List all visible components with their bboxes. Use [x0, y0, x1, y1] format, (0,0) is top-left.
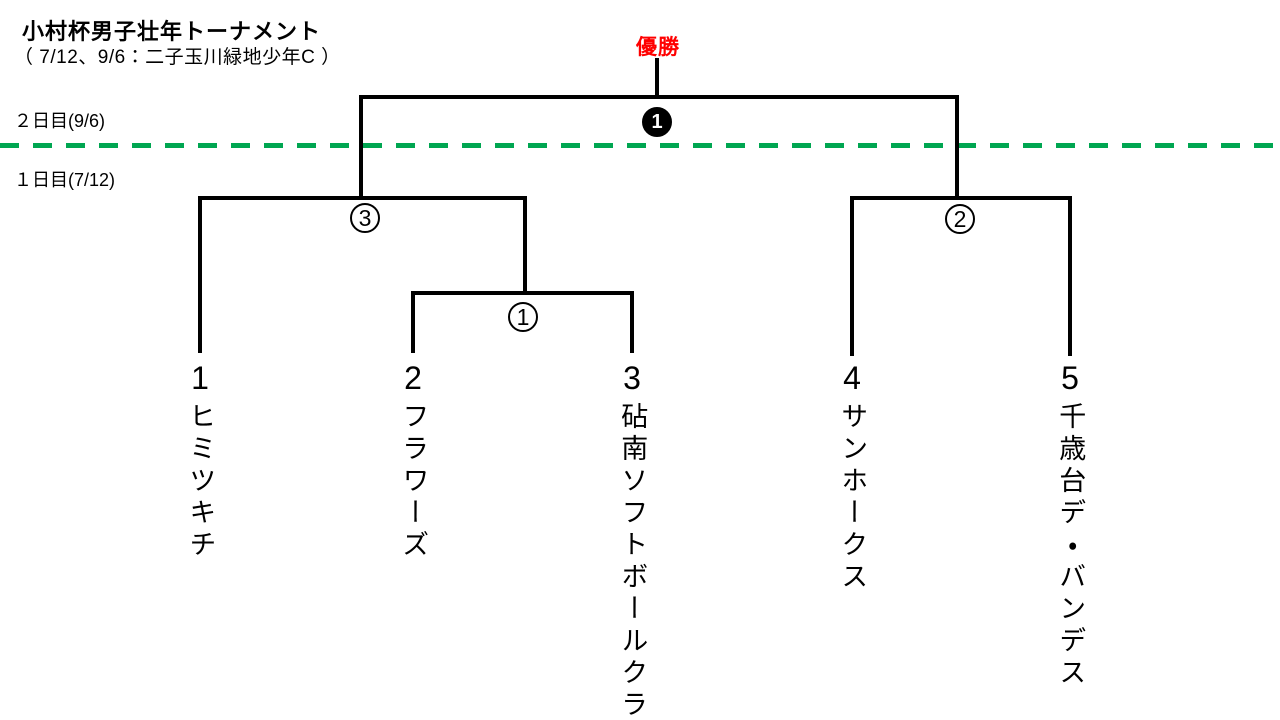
final-match-number: 1: [651, 110, 663, 133]
team2-vertical-line: [411, 291, 415, 353]
champion-stub-line: [655, 58, 659, 97]
page-title: 小村杯男子壮年トーナメント: [22, 19, 322, 44]
team1-vertical-line: [198, 196, 202, 353]
team1-seed: 1: [191, 360, 209, 396]
semi-right-vertical-line: [955, 95, 959, 200]
team4-name: サンホークス: [837, 402, 868, 594]
team5-seed: 5: [1061, 360, 1079, 396]
champion-label: 優勝: [636, 36, 680, 59]
first-round-horizontal-line: [411, 291, 634, 295]
semi-right-match-circle: 2: [945, 204, 975, 234]
team3-seed: 3: [623, 360, 641, 396]
day1-label: １日目(7/12): [14, 170, 116, 190]
semi-left-vertical-line: [359, 95, 363, 200]
team4-vertical-line: [850, 196, 854, 356]
final-match-circle: 1: [642, 107, 672, 137]
day-divider-dashed-line: [0, 143, 1280, 148]
team3-name: 砧南ソフトボールクラブ: [617, 402, 648, 720]
semi-left-match-circle: 3: [350, 203, 380, 233]
team2-seed: 2: [404, 360, 422, 396]
semi-left-horizontal-line: [198, 196, 527, 200]
final-horizontal-line: [359, 95, 959, 99]
team2-name: フラワーズ: [398, 402, 429, 562]
semi-left-match-number: 3: [358, 204, 372, 231]
day2-label: ２日目(9/6): [14, 111, 106, 131]
semi-right-horizontal-line: [850, 196, 1072, 200]
team1-name: ヒミツキチ: [185, 402, 216, 562]
team4-seed: 4: [843, 360, 861, 396]
team3-vertical-line: [630, 291, 634, 353]
team5-name: 千歳台デ・バンデス: [1055, 402, 1086, 690]
semi-right-match-number: 2: [953, 205, 967, 232]
team5-vertical-line: [1068, 196, 1072, 356]
quarter-vertical-line: [523, 196, 527, 295]
page-subtitle: （ 7/12、9/6：二子玉川緑地少年C ）: [14, 47, 341, 68]
first-round-match-number: 1: [516, 303, 530, 330]
first-round-match-circle: 1: [508, 302, 538, 332]
